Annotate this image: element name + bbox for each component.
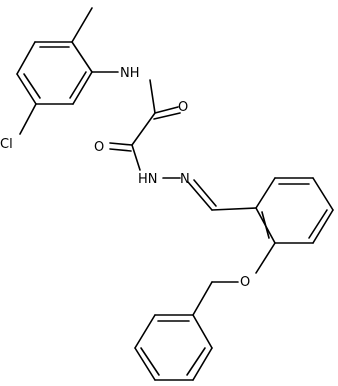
bond [19, 103, 37, 135]
bond [193, 179, 217, 207]
bond [187, 181, 213, 211]
bond [312, 177, 334, 211]
bond [134, 347, 156, 381]
bond [69, 71, 87, 99]
bond [261, 211, 270, 239]
bond [186, 347, 206, 376]
bond [312, 209, 334, 244]
bond [71, 41, 93, 73]
bond [72, 71, 93, 105]
bond [192, 281, 213, 316]
carbonyl-oxygen-left-label: O [94, 140, 104, 155]
bond [131, 144, 141, 171]
bond [192, 314, 213, 349]
bond [153, 112, 181, 120]
hn-label: HN [138, 172, 158, 187]
bond [109, 148, 132, 152]
bond [16, 73, 37, 105]
chlorine-label: Cl [0, 137, 13, 152]
bond [211, 207, 257, 211]
imine-nitrogen-label: N [180, 172, 190, 187]
bond [308, 209, 328, 239]
bond [149, 79, 156, 114]
bond [109, 142, 133, 146]
bonds [16, 7, 334, 381]
bond [140, 347, 160, 376]
carbonyl-oxygen-top-label: O [178, 100, 188, 115]
bond [154, 106, 179, 114]
bond [71, 7, 93, 43]
bond [131, 112, 156, 146]
bond [134, 314, 156, 349]
bond [23, 73, 41, 99]
atom-labels: NH Cl O O HN N O [0, 66, 250, 290]
nh-label: NH [120, 66, 140, 81]
ether-oxygen-label: O [240, 275, 250, 290]
bond [255, 177, 276, 209]
bond [192, 347, 213, 381]
bond [16, 41, 36, 75]
bond [255, 242, 276, 274]
